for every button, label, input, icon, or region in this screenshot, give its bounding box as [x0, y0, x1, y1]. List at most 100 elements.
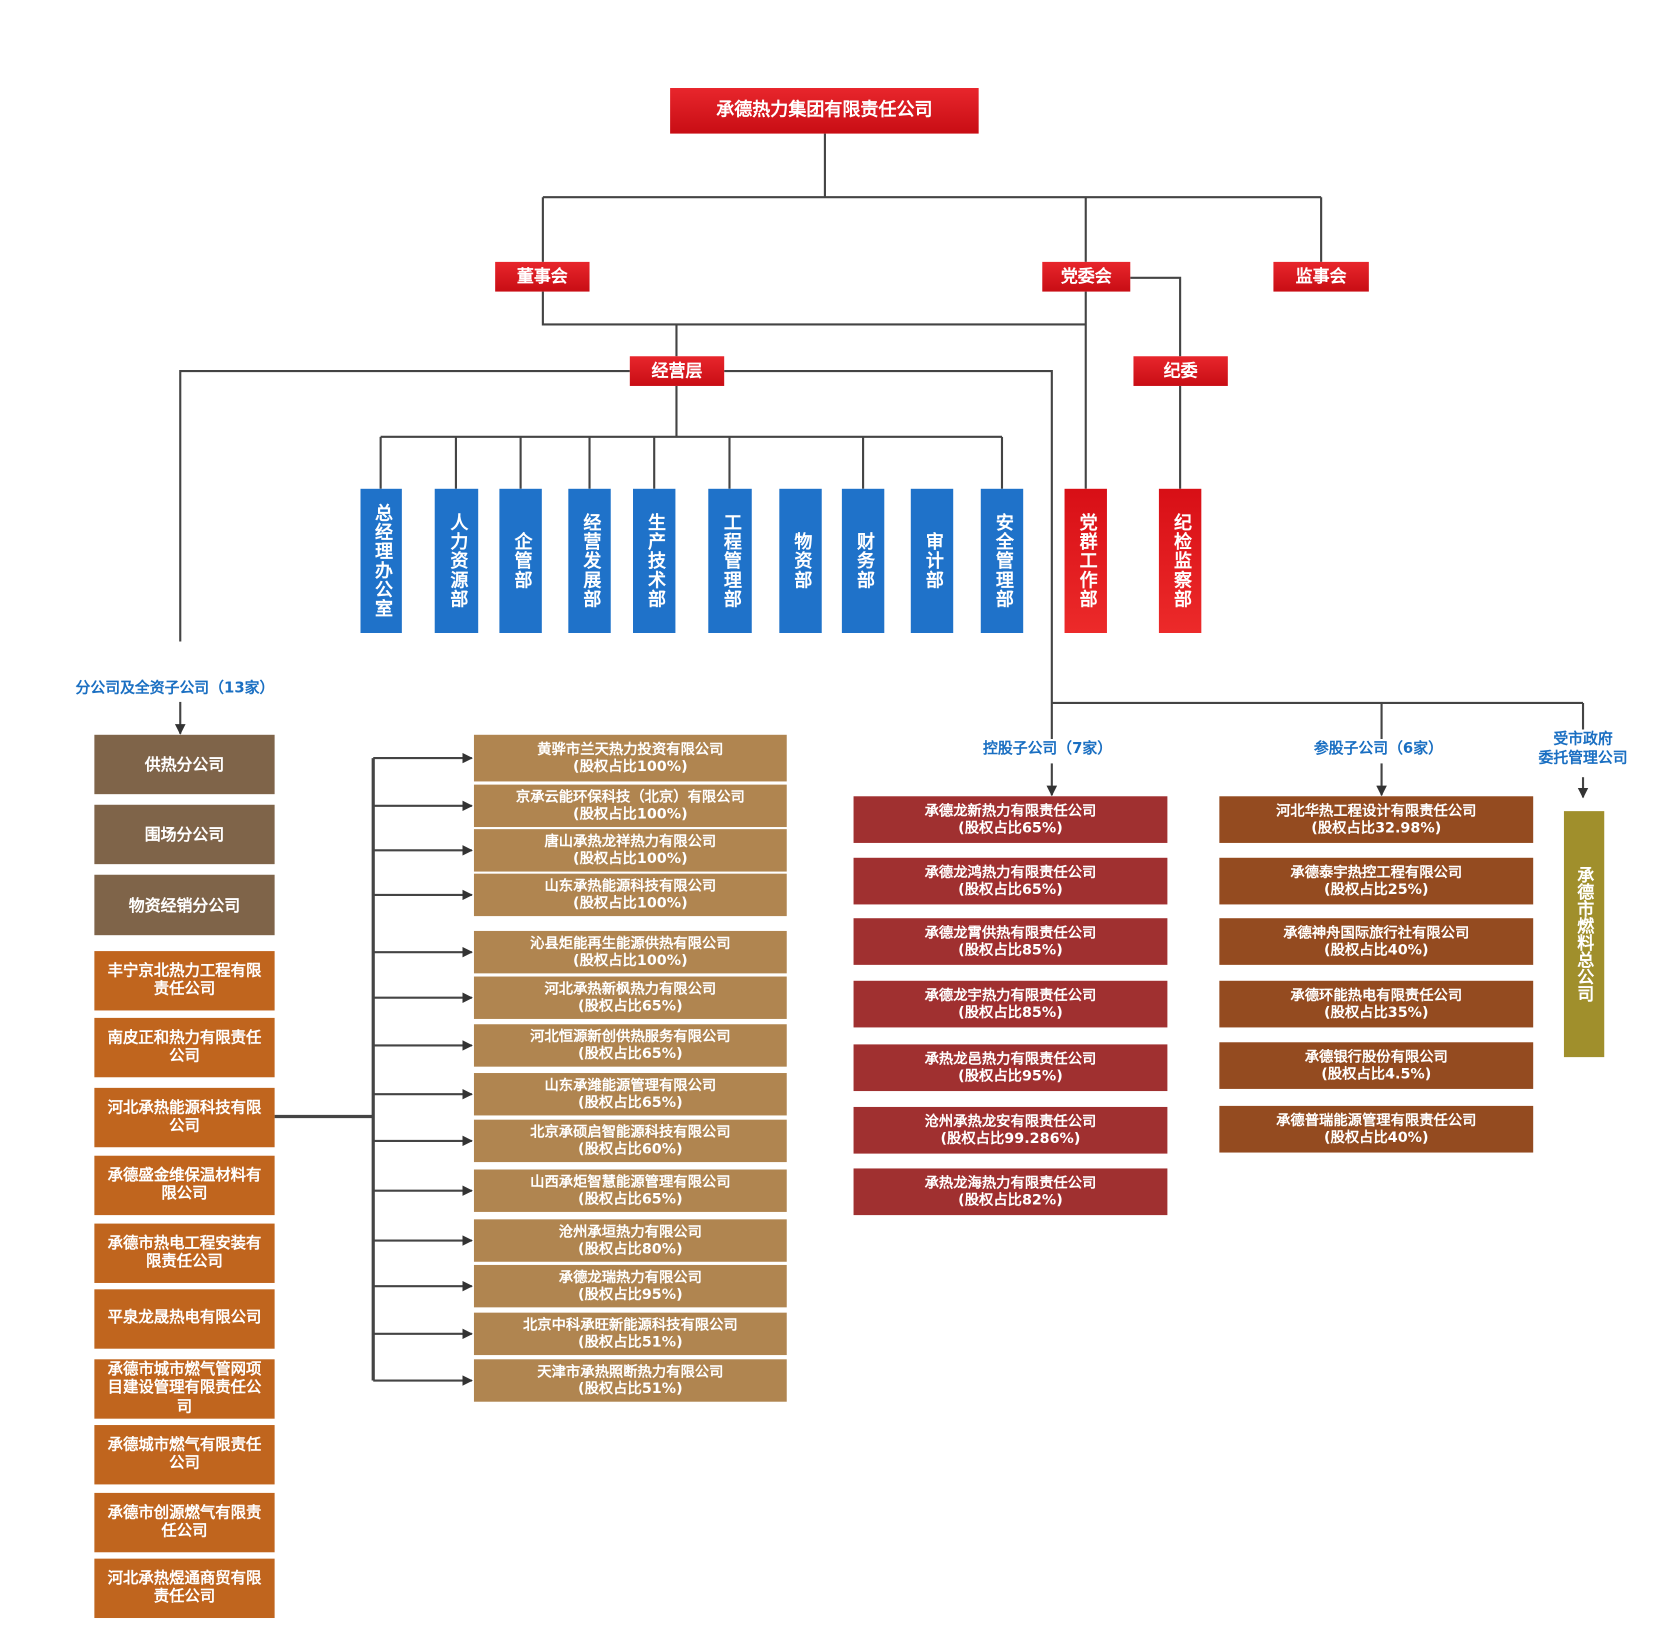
wholly-owned-company[interactable]: 南皮正和热力有限责任公司 — [94, 1017, 275, 1078]
company-name: 山东承热能源科技有限公司 — [544, 877, 717, 895]
share-ratio: (股权占比65%) — [958, 819, 1063, 837]
company-name: 承德龙瑞热力有限公司 — [558, 1268, 702, 1286]
company-name: 承德泰宇热控工程有限公司 — [1290, 863, 1463, 881]
participating-company[interactable]: 承德环能热电有限责任公司(股权占比35%) — [1219, 980, 1534, 1028]
department-box[interactable]: 工程管理部 — [708, 488, 752, 633]
participating-group-label: 参股子公司（6家） — [1304, 739, 1453, 759]
participating-company[interactable]: 承德泰宇热控工程有限公司(股权占比25%) — [1219, 857, 1534, 905]
company-name: 京承云能环保科技（北京）有限公司 — [515, 788, 745, 806]
energy-tech-subsidiary[interactable]: 沁县炬能再生能源供热有限公司(股权占比100%) — [473, 930, 787, 974]
department-box[interactable]: 生产技术部 — [632, 488, 676, 633]
share-ratio: (股权占比65%) — [578, 1094, 683, 1112]
wholly-owned-company[interactable]: 承德城市燃气有限责任公司 — [94, 1425, 275, 1485]
energy-tech-subsidiary[interactable]: 承德龙瑞热力有限公司(股权占比95%) — [473, 1264, 787, 1308]
energy-tech-subsidiary[interactable]: 山东承热能源科技有限公司(股权占比100%) — [473, 873, 787, 917]
participating-company[interactable]: 承德银行股份有限公司(股权占比4.5%) — [1219, 1042, 1534, 1089]
department-box[interactable]: 财务部 — [841, 488, 885, 633]
share-ratio: (股权占比85%) — [958, 1004, 1063, 1022]
share-ratio: (股权占比65%) — [578, 1190, 683, 1208]
company-name: 黄骅市兰天热力投资有限公司 — [537, 740, 724, 758]
department-box[interactable]: 物资部 — [779, 488, 822, 633]
holding-company[interactable]: 承德龙宇热力有限责任公司(股权占比85%) — [853, 980, 1168, 1028]
company-name: 承德龙霄供热有限责任公司 — [924, 924, 1097, 942]
holding-company[interactable]: 承德龙霄供热有限责任公司(股权占比85%) — [853, 918, 1168, 965]
company-name: 山西承炬智慧能源管理有限公司 — [530, 1173, 731, 1191]
share-ratio: (股权占比80%) — [578, 1240, 683, 1258]
department-box[interactable]: 安全管理部 — [980, 488, 1024, 633]
management[interactable]: 经营层 — [629, 356, 725, 386]
energy-tech-subsidiary[interactable]: 天津市承热照断热力有限公司(股权占比51%) — [473, 1359, 787, 1402]
company-name: 沧州承热龙安有限责任公司 — [924, 1113, 1097, 1131]
energy-tech-subsidiary[interactable]: 北京承硕启智能源科技有限公司(股权占比60%) — [473, 1119, 787, 1163]
company-name: 河北承热新枫热力有限公司 — [544, 980, 717, 998]
share-ratio: (股权占比100%) — [573, 952, 688, 970]
energy-tech-subsidiary[interactable]: 沧州承垣热力有限公司(股权占比80%) — [473, 1219, 787, 1262]
share-ratio: (股权占比100%) — [573, 758, 688, 776]
share-ratio: (股权占比100%) — [573, 850, 688, 868]
branch-company[interactable]: 围场分公司 — [94, 804, 275, 865]
share-ratio: (股权占比65%) — [958, 881, 1063, 899]
company-name: 承德神舟国际旅行社有限公司 — [1283, 924, 1470, 942]
energy-tech-subsidiary[interactable]: 河北恒源新创供热服务有限公司(股权占比65%) — [473, 1024, 787, 1067]
holding-company[interactable]: 承热龙邑热力有限责任公司(股权占比95%) — [853, 1044, 1168, 1092]
root-company[interactable]: 承德热力集团有限责任公司 — [670, 88, 979, 134]
share-ratio: (股权占比99.286%) — [940, 1130, 1081, 1148]
energy-tech-subsidiary[interactable]: 京承云能环保科技（北京）有限公司(股权占比100%) — [473, 784, 787, 828]
share-ratio: (股权占比100%) — [573, 894, 688, 912]
entrusted-company[interactable]: 承德市燃料总公司 — [1563, 811, 1605, 1058]
party-committee[interactable]: 党委会 — [1042, 261, 1131, 292]
department-box[interactable]: 审计部 — [910, 488, 954, 633]
wholly-owned-company[interactable]: 平泉龙晟热电有限公司 — [94, 1289, 275, 1349]
board-of-supervisors[interactable]: 监事会 — [1273, 261, 1369, 292]
holding-company[interactable]: 承德龙新热力有限责任公司(股权占比65%) — [853, 796, 1168, 843]
company-name: 唐山承热龙祥热力有限公司 — [544, 833, 717, 851]
energy-tech-subsidiary[interactable]: 山西承炬智慧能源管理有限公司(股权占比65%) — [473, 1169, 787, 1212]
share-ratio: (股权占比95%) — [958, 1067, 1063, 1085]
entrusted-group-label: 受市政府 委托管理公司 — [1530, 729, 1637, 769]
holding-company[interactable]: 承德龙鸿热力有限责任公司(股权占比65%) — [853, 857, 1168, 905]
energy-tech-subsidiary[interactable]: 唐山承热龙祥热力有限公司(股权占比100%) — [473, 829, 787, 872]
branches-group-label: 分公司及全资子公司（13家） — [63, 678, 287, 698]
party-department-box[interactable]: 纪检监察部 — [1158, 488, 1202, 633]
share-ratio: (股权占比65%) — [578, 997, 683, 1015]
energy-tech-subsidiary[interactable]: 北京中科承旺新能源科技有限公司(股权占比51%) — [473, 1312, 787, 1356]
department-box[interactable]: 经营发展部 — [568, 488, 611, 633]
wholly-owned-company[interactable]: 丰宁京北热力工程有限责任公司 — [94, 951, 275, 1011]
party-department-box[interactable]: 党群工作部 — [1064, 488, 1107, 633]
participating-company[interactable]: 河北华热工程设计有限责任公司(股权占比32.98%) — [1219, 796, 1534, 843]
discipline-committee[interactable]: 纪委 — [1133, 356, 1228, 386]
branch-company[interactable]: 供热分公司 — [94, 734, 275, 795]
share-ratio: (股权占比4.5%) — [1321, 1065, 1432, 1083]
energy-tech-subsidiary[interactable]: 河北承热新枫热力有限公司(股权占比65%) — [473, 976, 787, 1019]
wholly-owned-company[interactable]: 河北承热能源科技有限公司 — [94, 1087, 275, 1148]
share-ratio: (股权占比51%) — [578, 1333, 683, 1351]
participating-company[interactable]: 承德神舟国际旅行社有限公司(股权占比40%) — [1219, 918, 1534, 965]
company-name: 北京承硕启智能源科技有限公司 — [530, 1123, 731, 1141]
company-name: 河北恒源新创供热服务有限公司 — [530, 1028, 731, 1046]
holding-company[interactable]: 承热龙海热力有限责任公司(股权占比82%) — [853, 1168, 1168, 1216]
company-name: 承德龙新热力有限责任公司 — [924, 802, 1097, 820]
department-box[interactable]: 企管部 — [499, 488, 542, 633]
share-ratio: (股权占比100%) — [573, 805, 688, 823]
department-box[interactable]: 总经理办公室 — [360, 488, 402, 633]
energy-tech-subsidiary[interactable]: 黄骅市兰天热力投资有限公司(股权占比100%) — [473, 734, 787, 782]
share-ratio: (股权占比35%) — [1323, 1004, 1429, 1022]
wholly-owned-company[interactable]: 承德市城市燃气管网项目建设管理有限责任公司 — [94, 1359, 275, 1419]
energy-tech-subsidiary[interactable]: 山东承潍能源管理有限公司(股权占比65%) — [473, 1073, 787, 1116]
share-ratio: (股权占比60%) — [578, 1140, 683, 1158]
share-ratio: (股权占比25%) — [1323, 881, 1429, 899]
branch-company[interactable]: 物资经销分公司 — [94, 874, 275, 936]
holding-company[interactable]: 沧州承热龙安有限责任公司(股权占比99.286%) — [853, 1106, 1168, 1154]
wholly-owned-company[interactable]: 承德市创源燃气有限责任公司 — [94, 1492, 275, 1553]
company-name: 承德银行股份有限公司 — [1304, 1048, 1448, 1066]
company-name: 承德龙宇热力有限责任公司 — [924, 986, 1097, 1004]
board-of-directors[interactable]: 董事会 — [495, 261, 590, 292]
wholly-owned-company[interactable]: 承德盛金维保温材料有限公司 — [94, 1155, 275, 1216]
company-name: 山东承潍能源管理有限公司 — [544, 1077, 717, 1095]
wholly-owned-company[interactable]: 河北承热煜通商贸有限责任公司 — [94, 1558, 275, 1619]
company-name: 承德环能热电有限责任公司 — [1290, 986, 1463, 1004]
participating-company[interactable]: 承德普瑞能源管理有限责任公司(股权占比40%) — [1219, 1105, 1534, 1153]
department-box[interactable]: 人力资源部 — [434, 488, 479, 633]
wholly-owned-company[interactable]: 承德市热电工程安装有限责任公司 — [94, 1223, 275, 1283]
company-name: 承热龙邑热力有限责任公司 — [924, 1050, 1097, 1068]
